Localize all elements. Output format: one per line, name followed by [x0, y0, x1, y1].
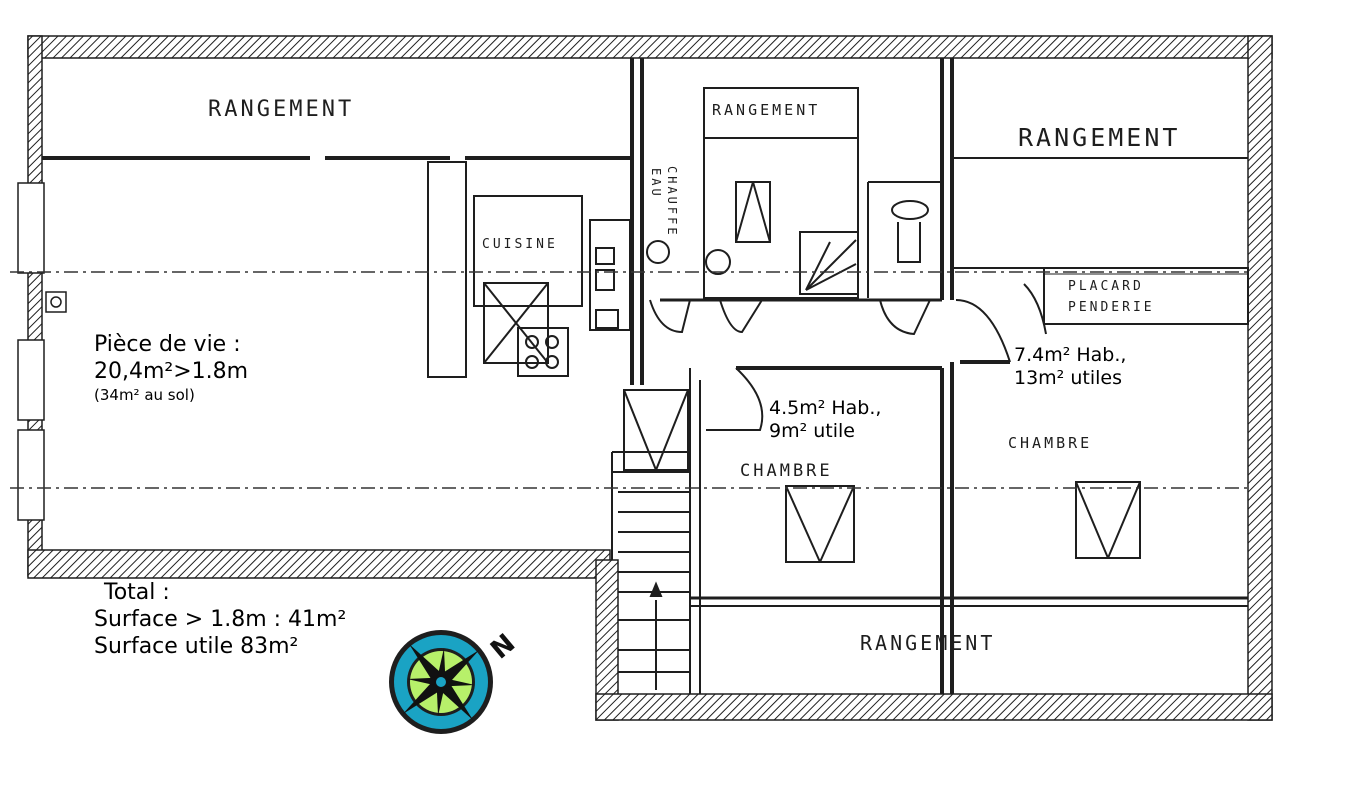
- chambre-2-hab: 7.4m² Hab.,: [1014, 344, 1127, 366]
- label-placard: PLACARD: [1068, 279, 1144, 294]
- piece-de-vie-floor-area: (34m² au sol): [94, 385, 195, 404]
- chambre-1-hab: 4.5m² Hab.,: [769, 397, 882, 419]
- label-chambre-middle: CHAMBRE: [740, 461, 833, 481]
- annotation-chambre-1: 4.5m² Hab., 9m² utile: [769, 397, 881, 443]
- piece-de-vie-title: Pièce de vie :: [94, 332, 241, 357]
- annotation-piece-de-vie: Pièce de vie : 20,4m²>1.8m (34m² au sol): [94, 332, 248, 404]
- label-rangement-top-right: RANGEMENT: [1018, 123, 1180, 152]
- compass-icon: [389, 630, 493, 734]
- left-windows: [17, 182, 45, 521]
- skylights: [785, 481, 1141, 563]
- height-lines: [10, 271, 1248, 489]
- chambre-2-utiles: 13m² utiles: [1014, 367, 1122, 390]
- placard-penderie: [1043, 267, 1249, 325]
- label-eau: EAU: [649, 168, 663, 199]
- outlet-icon: [45, 291, 67, 313]
- label-penderie: PENDERIE: [1068, 300, 1155, 315]
- piece-de-vie-area: 20,4m²>1.8m: [94, 358, 249, 384]
- label-rangement-top-left: RANGEMENT: [208, 97, 354, 122]
- bathroom-fixtures: [646, 87, 942, 299]
- staircase: [611, 389, 690, 690]
- label-chambre-right: CHAMBRE: [1008, 434, 1092, 452]
- kitchen-fixtures: [427, 161, 631, 378]
- total-title: Total :: [104, 580, 170, 605]
- annotation-total: Total : Surface > 1.8m : 41m² Surface ut…: [94, 580, 346, 660]
- doors: [649, 283, 1047, 431]
- compass-north-label: N: [485, 628, 521, 665]
- label-rangement-bottom: RANGEMENT: [860, 631, 995, 655]
- label-chauffe: CHAUFFE: [665, 166, 679, 238]
- interior-walls: [42, 58, 1248, 694]
- label-rangement-top-middle: RANGEMENT: [712, 101, 820, 119]
- label-cuisine: CUISINE: [482, 237, 558, 252]
- total-surface-utile: Surface utile 83m²: [94, 633, 299, 659]
- chambre-1-utile: 9m² utile: [769, 420, 855, 443]
- total-surface-habitable: Surface > 1.8m : 41m²: [94, 606, 347, 632]
- annotation-chambre-2: 7.4m² Hab., 13m² utiles: [1014, 344, 1126, 390]
